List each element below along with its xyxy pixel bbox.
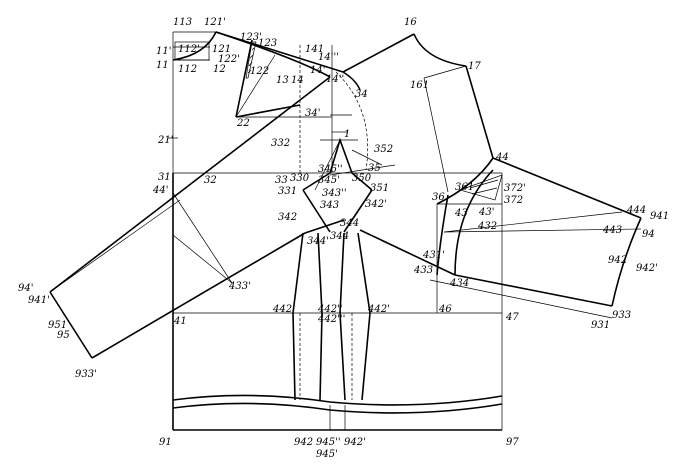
label-121: 121 (212, 44, 231, 55)
label-432: 432 (477, 221, 497, 232)
label-443: 443 (602, 225, 622, 236)
label-332: 332 (271, 138, 290, 149)
label-942r: 942' (636, 263, 658, 274)
label-95: 95 (57, 330, 70, 341)
label-442ppp: 442''' (317, 314, 345, 325)
label-46: 46 (438, 304, 452, 315)
label-342: 342 (278, 212, 297, 223)
label-112p: 112' (178, 44, 200, 55)
label-112: 112 (178, 64, 197, 75)
label-123: 123 (258, 38, 277, 49)
label-342p: 342' (365, 199, 387, 210)
label-14ppp: 14''' (318, 52, 339, 63)
label-44p: 44' (152, 185, 168, 196)
label-11: 11 (156, 60, 169, 71)
label-442pp: 442'' (317, 304, 343, 315)
small-marks (168, 41, 348, 139)
label-945p: 945' (316, 449, 338, 460)
label-94: 94 (642, 229, 655, 240)
label-444: 444 (626, 205, 646, 216)
label-21p: 21' (157, 135, 173, 146)
label-442p: 442' (367, 304, 390, 315)
label-11p: 11' (156, 46, 171, 57)
hatched-darts (245, 41, 503, 201)
label-122p: 122' (218, 54, 240, 65)
label-12: 12 (213, 64, 226, 75)
label-941: 941 (650, 211, 669, 222)
label-433p: 433' (228, 281, 251, 292)
label-14: 14 (291, 75, 304, 86)
label-121p: 121' (204, 17, 226, 28)
label-933p: 933' (75, 369, 97, 380)
label-431p: 431' (422, 250, 445, 261)
label-94p: 94' (18, 283, 33, 294)
label-1: 1 (344, 129, 350, 140)
label-123p: 123' (240, 32, 262, 43)
label-16: 16 (404, 17, 417, 28)
label-351: 351 (370, 183, 389, 194)
label-17: 17 (468, 61, 481, 72)
label-352: 352 (374, 144, 393, 155)
label-442: 442 (272, 304, 292, 315)
label-933: 933 (612, 310, 631, 321)
label-44: 44 (495, 152, 509, 163)
label-434: 434 (449, 278, 469, 289)
label-345p: 345' (318, 175, 340, 186)
label-330: 330 (290, 173, 310, 184)
label-13: 13 (276, 75, 289, 86)
label-344: 344 (330, 231, 349, 242)
label-36: 36 (432, 192, 445, 203)
label-343pp: 343'' (322, 188, 347, 199)
label-942b: 942 (294, 437, 313, 448)
label-361: 361 (455, 182, 474, 193)
label-41: 41 (173, 316, 187, 327)
label-122: 122 (250, 66, 269, 77)
label-433: 433 (413, 265, 433, 276)
label-942: 942 (608, 255, 627, 266)
label-331: 331 (278, 186, 297, 197)
label-344r: 344 (340, 218, 359, 229)
label-350: 350 (352, 173, 372, 184)
label-945pp: 945'' (316, 437, 341, 448)
bold-outlines (49, 31, 642, 431)
label-97: 97 (506, 437, 519, 448)
label-47: 47 (505, 312, 519, 323)
label-91: 91 (159, 437, 172, 448)
label-14pp: 14'' (326, 74, 344, 85)
label-14p: 14' (310, 65, 325, 76)
label-372: 372 (504, 195, 523, 206)
label-141: 141 (305, 44, 324, 55)
label-34: 34 (355, 89, 368, 100)
point-labels: 113 121' 16 123' 123 141 14''' 11' 112' … (18, 17, 669, 460)
label-113: 113 (173, 17, 192, 28)
label-344p: 344' (307, 236, 329, 247)
label-35: 35 (368, 163, 381, 174)
label-941p: 941' (28, 295, 50, 306)
label-43: 43 (454, 208, 468, 219)
label-34p: 34' (305, 108, 320, 119)
label-931: 931 (591, 320, 610, 331)
label-43p: 43' (478, 207, 494, 218)
label-32: 32 (204, 175, 217, 186)
label-942pb: 942' (344, 437, 366, 448)
label-22: 22 (236, 118, 250, 129)
label-345pp: 345'' (318, 164, 343, 175)
label-161: 161 (410, 80, 429, 91)
label-343: 343 (320, 200, 339, 211)
label-951: 951 (48, 320, 67, 331)
dashed-lines (299, 45, 369, 400)
label-372p: 372' (504, 183, 526, 194)
label-31: 31 (158, 172, 171, 183)
label-33: 33 (275, 175, 288, 186)
